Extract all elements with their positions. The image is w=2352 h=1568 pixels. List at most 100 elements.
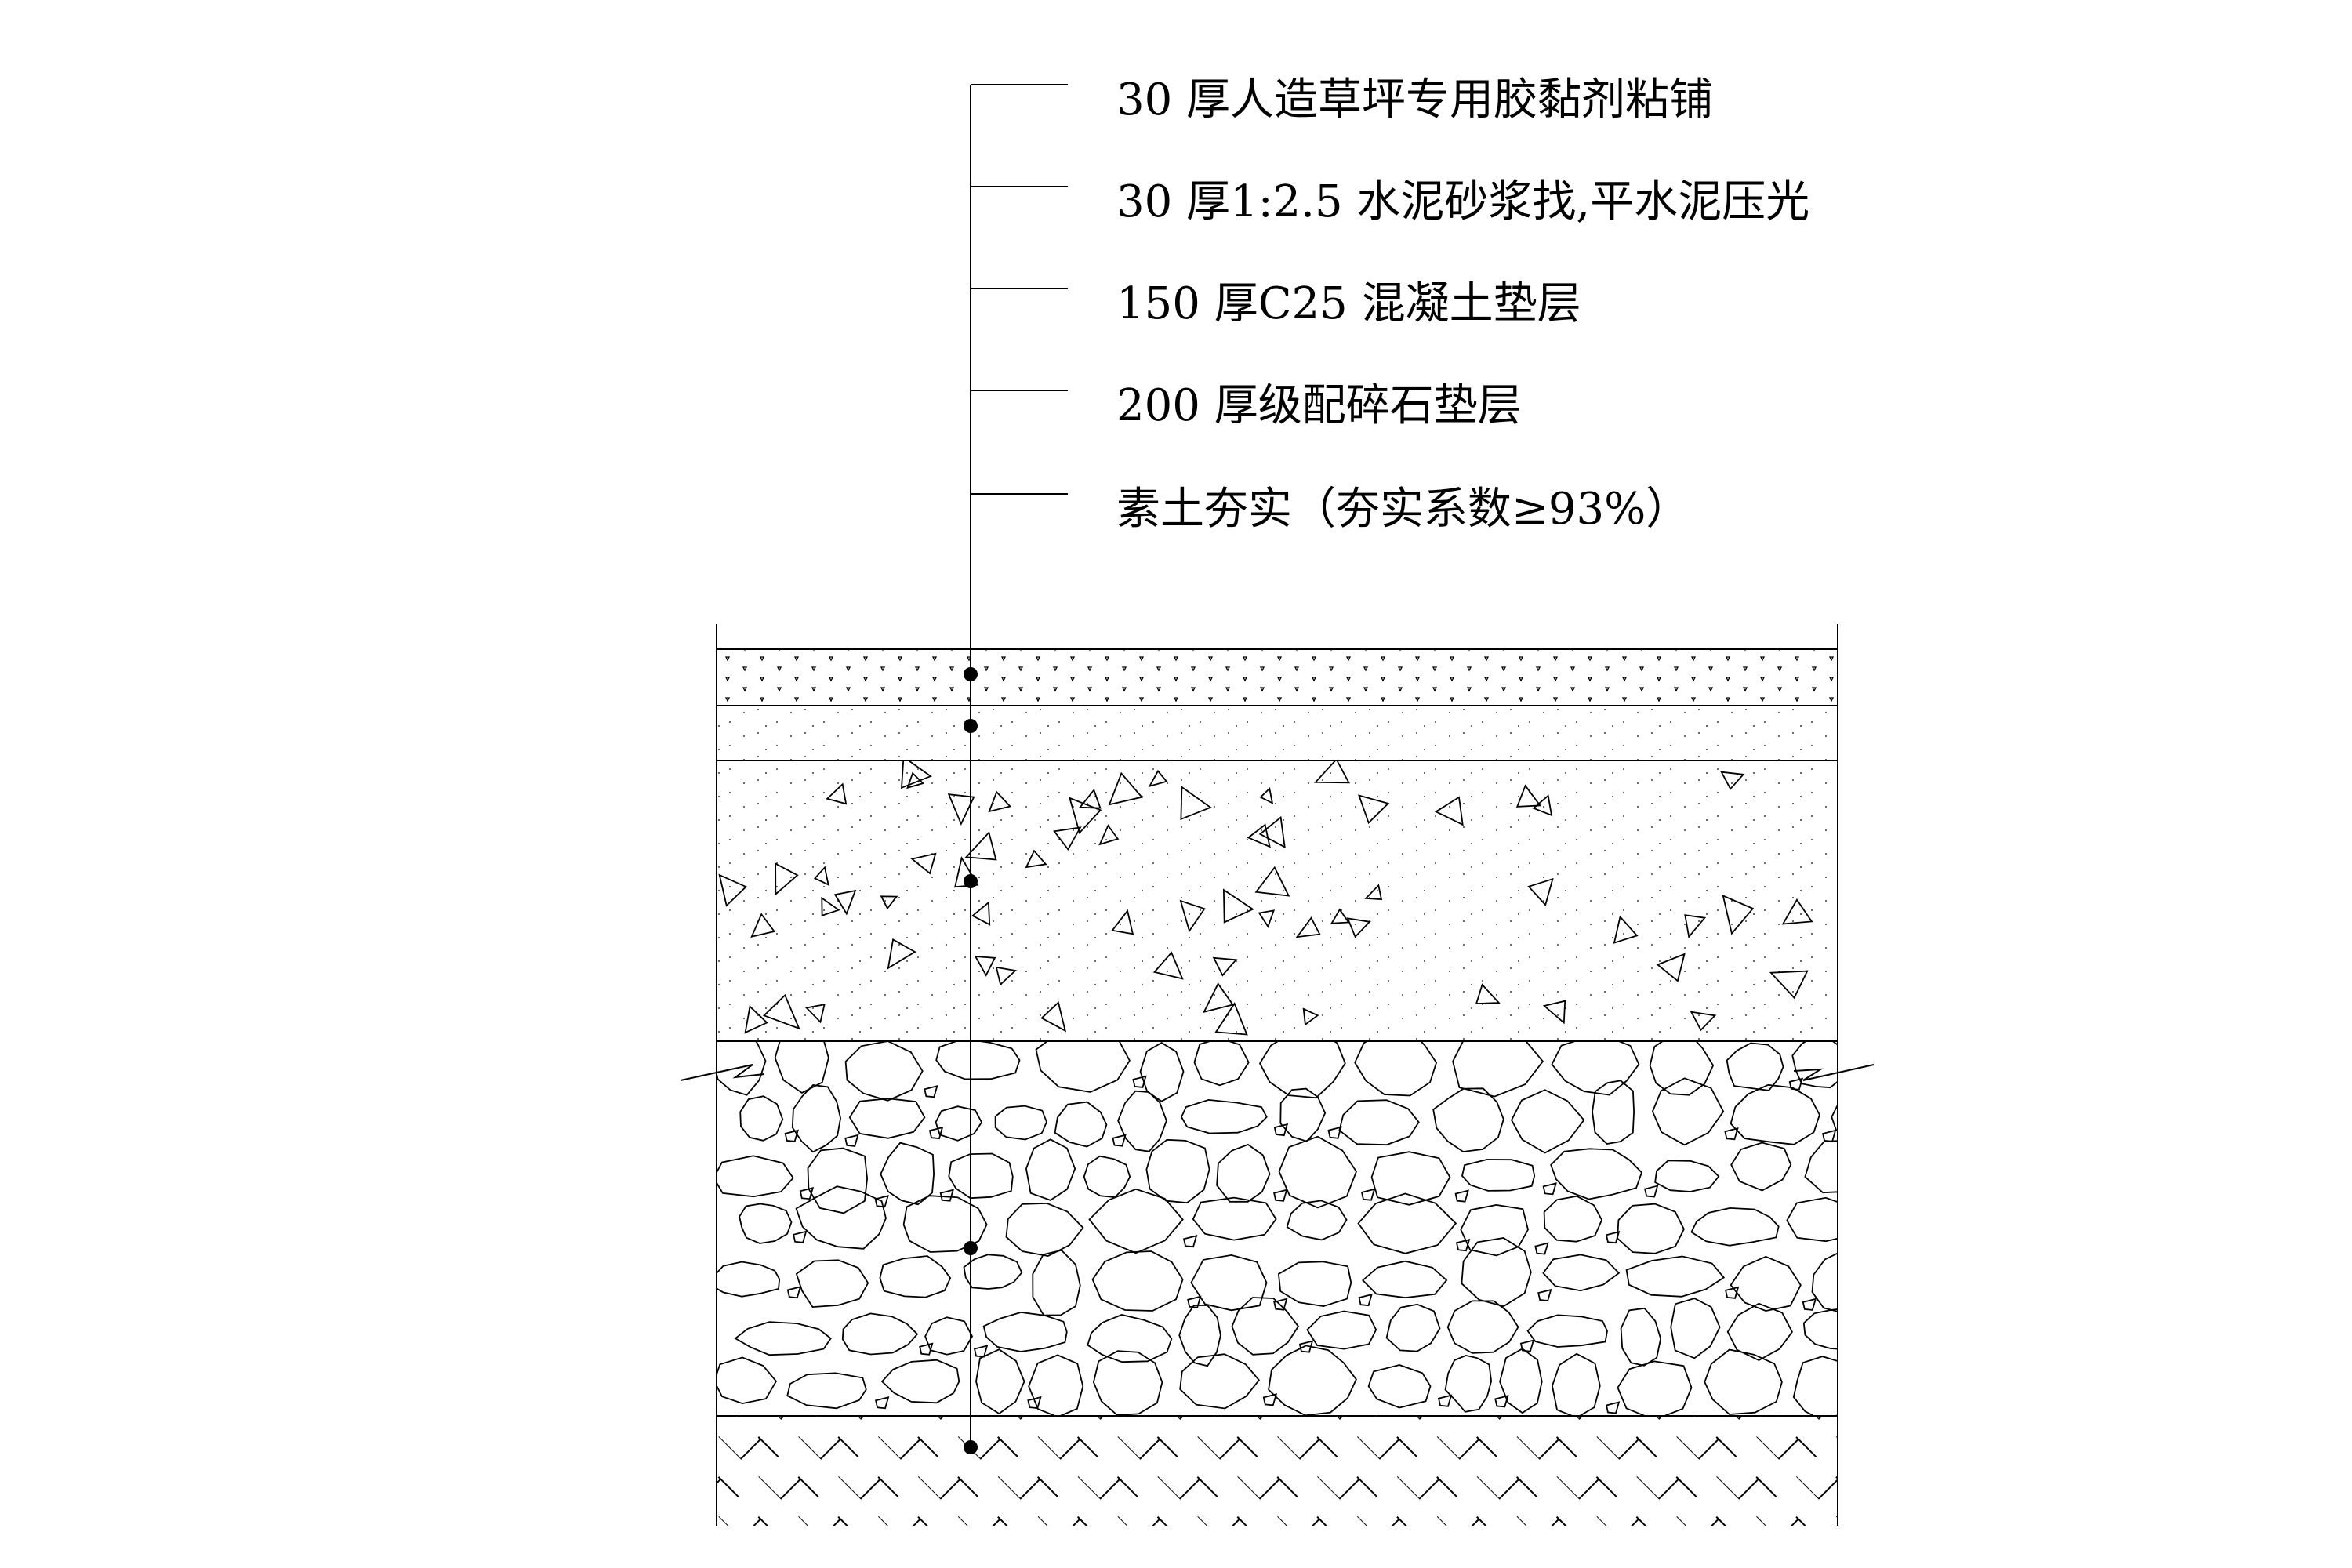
gravel-chip bbox=[1455, 1238, 1471, 1252]
aggregate-triangle bbox=[1111, 909, 1134, 935]
gravel-stone bbox=[1192, 1196, 1277, 1241]
gravel-stone bbox=[1654, 1160, 1720, 1192]
gravel-stone bbox=[880, 1359, 960, 1404]
gravel-stone bbox=[1338, 1099, 1420, 1146]
gravel-stone bbox=[1432, 1087, 1504, 1152]
gravel-stone-hatch bbox=[717, 1041, 1879, 1416]
gravel-stone bbox=[1804, 1140, 1838, 1194]
gravel-stone bbox=[1032, 1249, 1081, 1316]
aggregate-triangle bbox=[1258, 815, 1286, 849]
aggregate-triangle bbox=[762, 993, 800, 1030]
aggregate-triangle bbox=[744, 1004, 768, 1034]
gravel-stone bbox=[1216, 1143, 1271, 1203]
gravel-stone bbox=[1550, 1148, 1643, 1200]
aggregate-triangle bbox=[1532, 794, 1553, 817]
gravel-chip bbox=[1724, 1127, 1739, 1141]
label-graded-gravel: 200 厚级配碎石垫层 bbox=[1116, 380, 1522, 431]
gravel-stone bbox=[1005, 1202, 1084, 1258]
aggregate-triangle bbox=[1475, 983, 1501, 1005]
gravel-stone bbox=[1306, 1310, 1377, 1350]
gravel-stone bbox=[734, 1321, 832, 1356]
aggregate-triangle bbox=[804, 1004, 826, 1024]
aggregate-triangle bbox=[1259, 787, 1274, 804]
aggregate-triangle bbox=[988, 790, 1012, 813]
gravel-stone bbox=[1025, 1138, 1076, 1201]
gravel-stone bbox=[1231, 1297, 1300, 1356]
aggregate-triangle bbox=[775, 862, 799, 896]
gravel-stone bbox=[717, 1041, 767, 1096]
gravel-stone bbox=[795, 1259, 869, 1308]
gravel-stone bbox=[1617, 1360, 1693, 1416]
gravel-stone bbox=[739, 1095, 784, 1142]
gravel-stone bbox=[1277, 1261, 1352, 1308]
aggregate-triangle bbox=[947, 793, 975, 826]
aggregate-triangle bbox=[1302, 1007, 1319, 1026]
gravel-stone bbox=[1357, 1192, 1457, 1254]
marker-dot-mortar bbox=[964, 719, 978, 733]
gravel-stone bbox=[1088, 1188, 1184, 1254]
gravel-chip bbox=[1360, 1188, 1376, 1201]
gravel-chip bbox=[875, 1396, 890, 1410]
gravel-chip bbox=[1112, 1134, 1127, 1147]
gravel-chip bbox=[928, 1126, 944, 1140]
gravel-chip bbox=[786, 1286, 802, 1299]
aggregate-triangle bbox=[1203, 982, 1234, 1014]
gravel-stone bbox=[1268, 1345, 1357, 1416]
gravel-stone bbox=[1258, 1041, 1346, 1099]
aggregate-triangle bbox=[910, 852, 937, 875]
aggregate-triangle bbox=[964, 831, 997, 861]
gravel-chip bbox=[1494, 1395, 1509, 1408]
left-break-mark bbox=[680, 1064, 765, 1081]
gravel-stone bbox=[1670, 1298, 1721, 1359]
aggregate-triangle bbox=[995, 966, 1018, 986]
gravel-stone bbox=[994, 1105, 1047, 1141]
gravel-chip bbox=[1867, 1404, 1879, 1415]
gravel-chip bbox=[1534, 1242, 1549, 1255]
aggregate-triangle bbox=[1040, 1000, 1067, 1033]
marker-dot-turf bbox=[964, 667, 978, 681]
label-artificial-turf: 30 厚人造草坪专用胶黏剂粘铺 bbox=[1116, 74, 1713, 125]
aggregate-triangle bbox=[1212, 956, 1238, 977]
gravel-stone bbox=[1180, 1098, 1268, 1134]
gravel-stone bbox=[717, 1261, 781, 1298]
gravel-stone bbox=[1278, 1135, 1358, 1209]
aggregate-triangle bbox=[1330, 908, 1350, 924]
gravel-chip bbox=[1327, 1126, 1342, 1139]
gravel-stone bbox=[1499, 1348, 1543, 1414]
aggregate-triangle bbox=[1254, 866, 1290, 897]
aggregate-triangle bbox=[1769, 970, 1809, 1000]
gravel-stone bbox=[1617, 1203, 1685, 1254]
aggregate-triangle bbox=[901, 760, 932, 789]
gravel-stone bbox=[1730, 1255, 1802, 1312]
gravel-stone bbox=[1551, 1041, 1640, 1096]
gravel-stone bbox=[1361, 1260, 1448, 1299]
aggregate-triangle bbox=[880, 895, 898, 910]
aggregate-triangle bbox=[813, 866, 829, 886]
aggregate-triangle bbox=[974, 955, 996, 977]
gravel-stone bbox=[1385, 1303, 1441, 1352]
mortar-layer bbox=[717, 706, 1837, 760]
gravel-stone bbox=[1625, 1255, 1726, 1298]
gravel-stone bbox=[1649, 1041, 1715, 1096]
gravel-stone bbox=[1286, 1200, 1348, 1241]
gravel-stone bbox=[1444, 1354, 1493, 1413]
gravel-chip bbox=[1262, 1393, 1278, 1406]
aggregate-triangle bbox=[906, 771, 925, 789]
gravel-chip bbox=[1605, 1231, 1621, 1244]
gravel-stone bbox=[1551, 1352, 1601, 1416]
gravel-stone bbox=[1726, 1042, 1784, 1091]
label-c25-concrete: 150 厚C25 混凝土垫层 bbox=[1116, 278, 1581, 329]
concrete-layer bbox=[717, 761, 1837, 1040]
gravel-stone bbox=[1526, 1314, 1608, 1348]
gravel-stone bbox=[848, 1098, 926, 1139]
aggregate-triangle bbox=[1656, 953, 1686, 982]
aggregate-triangle bbox=[1214, 1002, 1248, 1036]
gravel-stone bbox=[1460, 1203, 1529, 1257]
gravel-stone bbox=[1145, 1138, 1210, 1204]
aggregate-triangle bbox=[821, 896, 840, 916]
aggregate-triangle bbox=[1069, 797, 1102, 834]
marker-dot-concrete bbox=[964, 874, 978, 888]
gravel-stone bbox=[924, 1316, 974, 1356]
aggregate-triangle bbox=[1527, 877, 1554, 907]
gravel-stone bbox=[841, 1312, 919, 1356]
